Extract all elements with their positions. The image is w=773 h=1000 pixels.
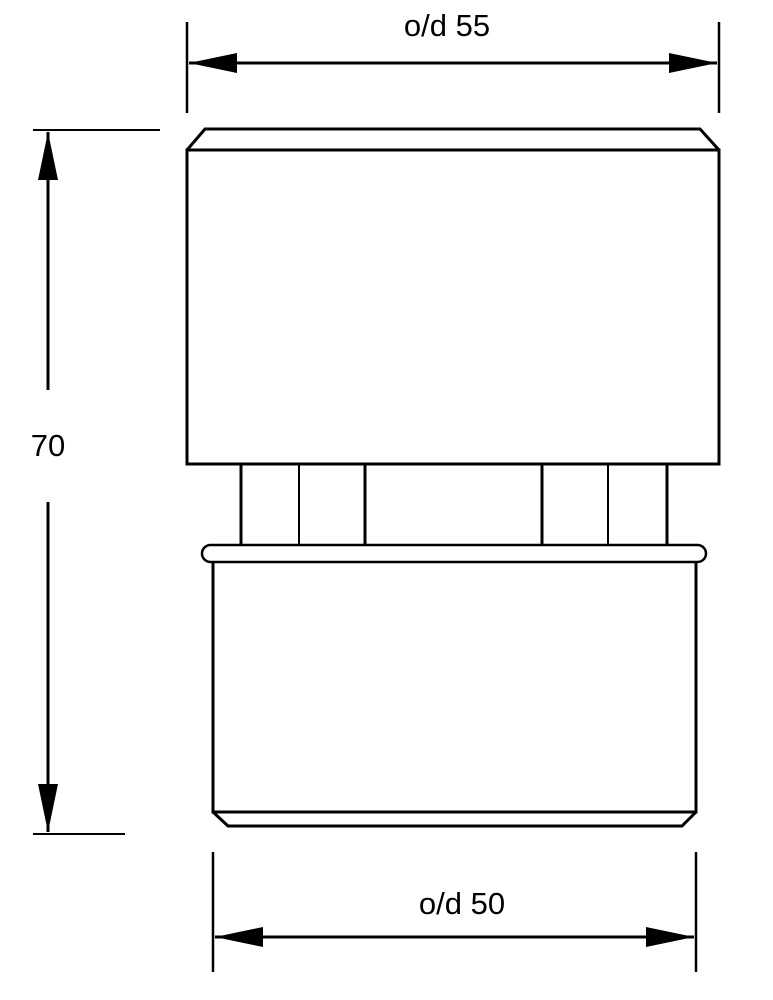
upper-cap-body xyxy=(185,148,721,466)
height-label: 70 xyxy=(31,428,65,463)
lower-spigot xyxy=(211,562,698,828)
top-width-dimension: o/d 55 xyxy=(185,8,721,113)
spacer-ribs xyxy=(239,464,669,545)
upper-cap xyxy=(185,127,721,466)
lower-spigot-body xyxy=(211,562,698,814)
lower-spigot-chamfer xyxy=(211,810,698,828)
bottom-width-label: o/d 50 xyxy=(419,886,505,921)
bottom-width-dimension: o/d 50 xyxy=(211,852,698,972)
top-width-label: o/d 55 xyxy=(404,8,490,43)
upper-cap-chamfer xyxy=(185,127,721,152)
height-dimension: 70 xyxy=(31,129,160,835)
sealing-ring xyxy=(200,543,708,564)
valve-part xyxy=(185,127,721,828)
